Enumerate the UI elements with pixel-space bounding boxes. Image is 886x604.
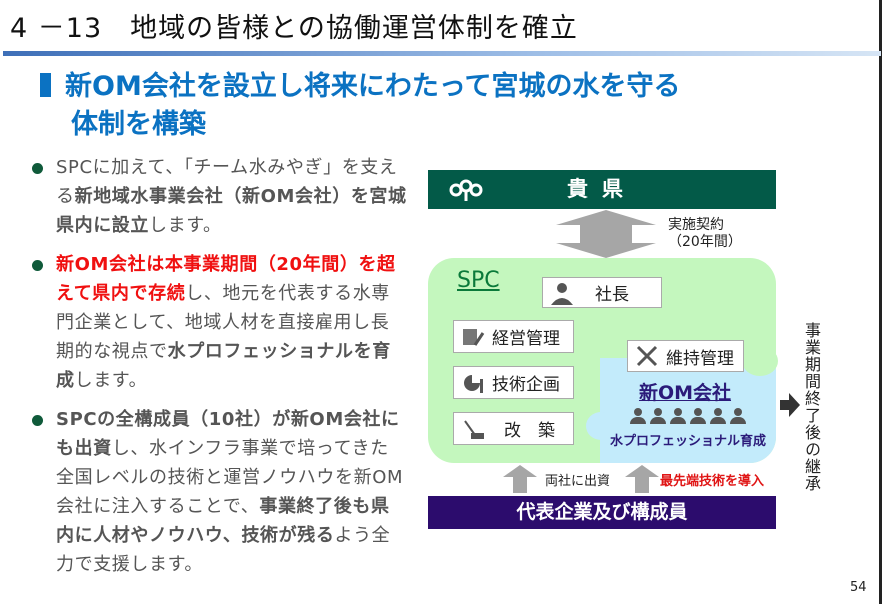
succession-label: 事業期間終了後の継承 xyxy=(802,322,821,492)
renovation-box: 改 築 xyxy=(453,412,574,445)
president-box: 社長 xyxy=(542,277,662,308)
new-om-area xyxy=(600,358,776,463)
bullet-text-segment: SPCの全構成員（10社）が新OM会社にも出資 xyxy=(56,409,400,459)
technology-label: 最先端技術を導入 xyxy=(660,474,765,489)
pie-chart-icon xyxy=(460,371,486,395)
bullet-text-segment: 水プロフェッショナルを育成 xyxy=(56,341,391,391)
right-arrow-icon xyxy=(780,393,800,417)
management-box: 経営管理 xyxy=(453,320,574,353)
bullet-dot-icon xyxy=(32,415,43,426)
square-bullet-icon xyxy=(40,73,51,97)
bullet-text-segment: 新地域水事業会社（新OM会社）を宮城県内に設立 xyxy=(56,186,407,236)
person-icon xyxy=(670,408,686,424)
subtitle-line-1: 新OM会社を設立し将来にわたって宮城の水を守る xyxy=(65,71,681,102)
bullet-text-segment: し、水インフラ事業で培ってきた全国レベルの技術と運営ノウハウを新OM会社に注入す… xyxy=(56,438,404,517)
slide-title: 4 －13 地域の皆様との協働運営体制を確立 xyxy=(10,13,578,44)
planning-box: 技術企画 xyxy=(453,366,574,399)
tools-icon xyxy=(634,344,660,368)
person-icon xyxy=(690,408,706,424)
bullet-item: 新OM会社は本事業期間（20年間）を超えて県内で存続し、地元を代表する水専門企業… xyxy=(32,250,407,395)
subtitle-line-2: 体制を構築 xyxy=(71,109,206,140)
title-divider xyxy=(3,51,881,56)
bullet-dot-icon xyxy=(32,163,43,174)
person-icon xyxy=(730,408,746,424)
bullet-text-segment: よう全力で支援します。 xyxy=(56,525,391,575)
people-icon-group xyxy=(630,408,746,424)
investment-label: 両社に出資 xyxy=(545,474,611,489)
bullet-text-segment: SPCに加えて、「チーム水みやぎ」を支える xyxy=(56,157,398,207)
ledger-pencil-icon xyxy=(460,325,486,349)
spc-label: SPC xyxy=(457,268,500,293)
bullet-text-segment: 新OM会社は本事業期間（20年間）を超えて県内で存続 xyxy=(56,254,396,304)
page-number: 54 xyxy=(850,580,867,595)
prefecture-emblem-icon xyxy=(449,179,483,201)
person-icon xyxy=(710,408,726,424)
contract-label: 実施契約（20年間） xyxy=(668,217,742,250)
maintenance-box: 維持管理 xyxy=(627,340,744,372)
water-pro-label: 水プロフェッショナル育成 xyxy=(609,434,766,449)
excavator-icon xyxy=(460,417,486,441)
bullet-item: SPCの全構成員（10社）が新OM会社にも出資し、水インフラ事業で培ってきた全国… xyxy=(32,405,407,579)
up-arrow-icon xyxy=(503,465,537,493)
members-bar: 代表企業及び構成員 xyxy=(428,496,776,529)
person-icon xyxy=(549,281,575,305)
prefecture-label: 貴県 xyxy=(567,177,637,201)
up-arrow-icon xyxy=(625,465,659,493)
new-om-label: 新OM会社 xyxy=(638,382,732,404)
prefecture-bar: 貴県 xyxy=(428,170,776,209)
bullet-dot-icon xyxy=(32,260,43,271)
puzzle-notch xyxy=(742,346,778,376)
bullet-text-segment: します。 xyxy=(74,370,148,391)
bullet-item: SPCに加えて、「チーム水みやぎ」を支える新地域水事業会社（新OM会社）を宮城県… xyxy=(32,153,407,240)
double-arrow-icon xyxy=(556,210,656,258)
bullet-text-segment: し、地元を代表する水専門企業として、地域人材を直接雇用し長期的な視点で xyxy=(56,283,390,362)
puzzle-nub xyxy=(586,412,616,440)
bullet-list: SPCに加えて、「チーム水みやぎ」を支える新地域水事業会社（新OM会社）を宮城県… xyxy=(32,153,407,589)
person-icon xyxy=(650,408,666,424)
person-icon xyxy=(630,408,646,424)
bullet-text-segment: します。 xyxy=(149,215,222,236)
subtitle: 新OM会社を設立し将来にわたって宮城の水を守る 体制を構築 xyxy=(40,68,680,144)
bullet-text-segment: 事業終了後も県内に人材やノウハウ、技術が残る xyxy=(56,496,390,546)
